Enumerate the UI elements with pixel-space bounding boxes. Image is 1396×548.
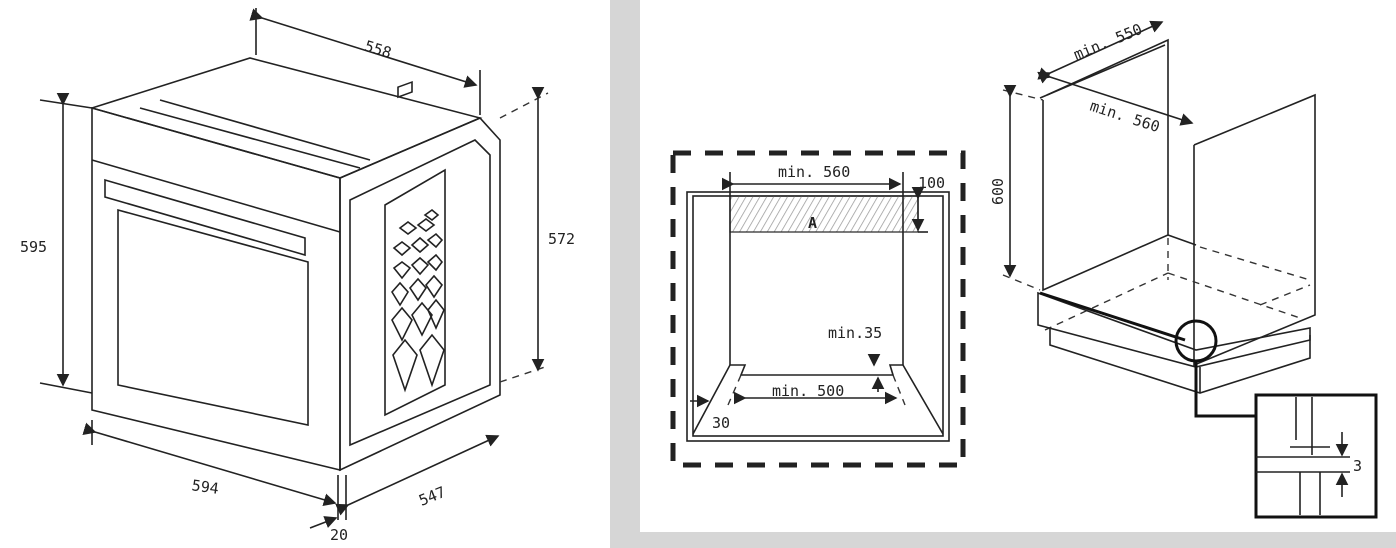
dim-width-front: 594 xyxy=(191,476,220,498)
cutout-front-view: min. 560 100 A min.35 min. 500 30 xyxy=(670,150,966,468)
vent-label: A xyxy=(808,214,817,232)
cabinet-illustration: min. 550 min. 560 600 3 xyxy=(989,20,1378,519)
detail-inset xyxy=(1254,393,1378,519)
dim-depth: 547 xyxy=(416,483,448,510)
dim-min-floor: min. 500 xyxy=(772,382,844,400)
dim-cab-min-width: min. 560 xyxy=(1088,97,1162,136)
dim-side: 30 xyxy=(712,414,730,432)
dim-height-front: 595 xyxy=(20,238,47,256)
dim-width-top: 558 xyxy=(362,37,393,62)
oven-illustration: 558 595 572 594 547 20 xyxy=(20,8,575,544)
control-buttons xyxy=(391,80,445,393)
dim-vent-height: 100 xyxy=(918,174,945,192)
dim-cab-min-depth: min. 550 xyxy=(1071,20,1145,64)
installation-drawing-panel xyxy=(640,0,1396,532)
dim-min-width: min. 560 xyxy=(778,163,850,181)
dim-front-thickness: 20 xyxy=(330,526,348,544)
dim-height-side: 572 xyxy=(548,230,575,248)
oven-window xyxy=(117,208,309,426)
vent-area-a xyxy=(729,195,919,233)
dim-cab-height: 600 xyxy=(989,178,1007,205)
dim-detail-gap: 3 xyxy=(1353,457,1362,475)
oven-handle xyxy=(104,178,306,257)
dim-min-gap: min.35 xyxy=(828,324,882,342)
